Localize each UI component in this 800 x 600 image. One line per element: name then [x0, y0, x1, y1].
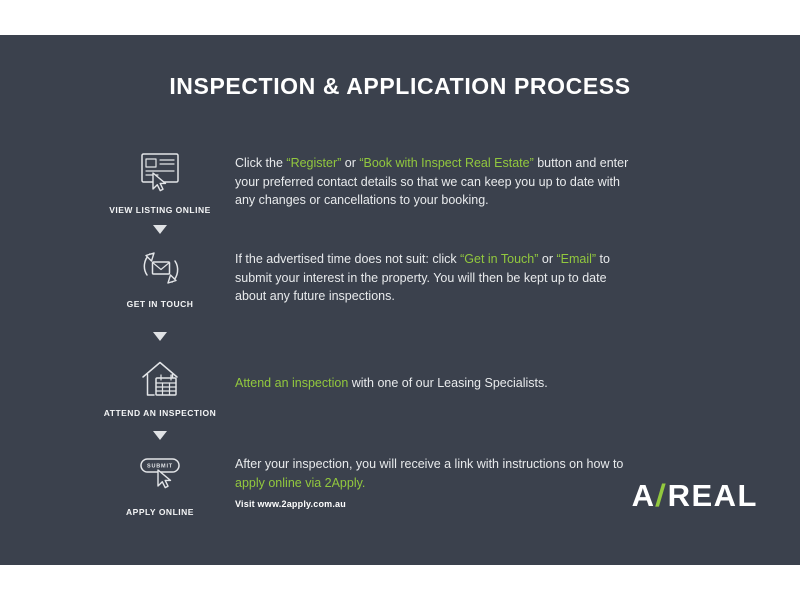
page-title: INSPECTION & APPLICATION PROCESS [169, 73, 631, 99]
infographic-panel: INSPECTION & APPLICATION PROCESS VIEW LI… [0, 35, 800, 565]
step-text-attend-inspection: Attend an inspection with one of our Lea… [235, 376, 548, 390]
logo-suffix: REAL [667, 478, 758, 513]
highlighted-text: “Get in Touch” [460, 252, 539, 266]
step-label-view-listing: VIEW LISTING ONLINE [109, 205, 211, 215]
submit-icon-label: SUBMIT [147, 464, 173, 470]
areal-logo: A/REAL [632, 478, 758, 514]
highlighted-text: “Book with Inspect Real Estate” [359, 156, 534, 170]
highlighted-text: Attend an inspection [235, 376, 349, 390]
attend-inspection-icon [136, 355, 184, 403]
step-label-attend-inspection: ATTEND AN INSPECTION [103, 408, 217, 418]
logo-prefix: A [631, 478, 656, 513]
highlighted-text: “Email” [556, 252, 597, 266]
step-text-apply-online: After your inspection, you will receive … [235, 457, 624, 490]
logo-slash-icon: / [654, 478, 669, 513]
down-arrow-icon [153, 225, 167, 234]
highlighted-text: “Register” [286, 156, 342, 170]
step-text-view-listing: Click the “Register” or “Book with Inspe… [235, 156, 629, 207]
down-arrow-icon [153, 332, 167, 341]
visit-url-note: Visit www.2apply.com.au [235, 499, 346, 509]
step-text-get-in-touch: If the advertised time does not suit: cl… [235, 252, 610, 303]
step-label-get-in-touch: GET IN TOUCH [126, 299, 194, 309]
get-in-touch-icon [137, 244, 185, 292]
apply-online-icon: SUBMIT [136, 450, 184, 498]
step-label-apply-online: APPLY ONLINE [126, 507, 194, 517]
highlighted-text: apply online via 2Apply. [235, 475, 366, 490]
down-arrow-icon [153, 431, 167, 440]
view-listing-icon [136, 147, 184, 195]
